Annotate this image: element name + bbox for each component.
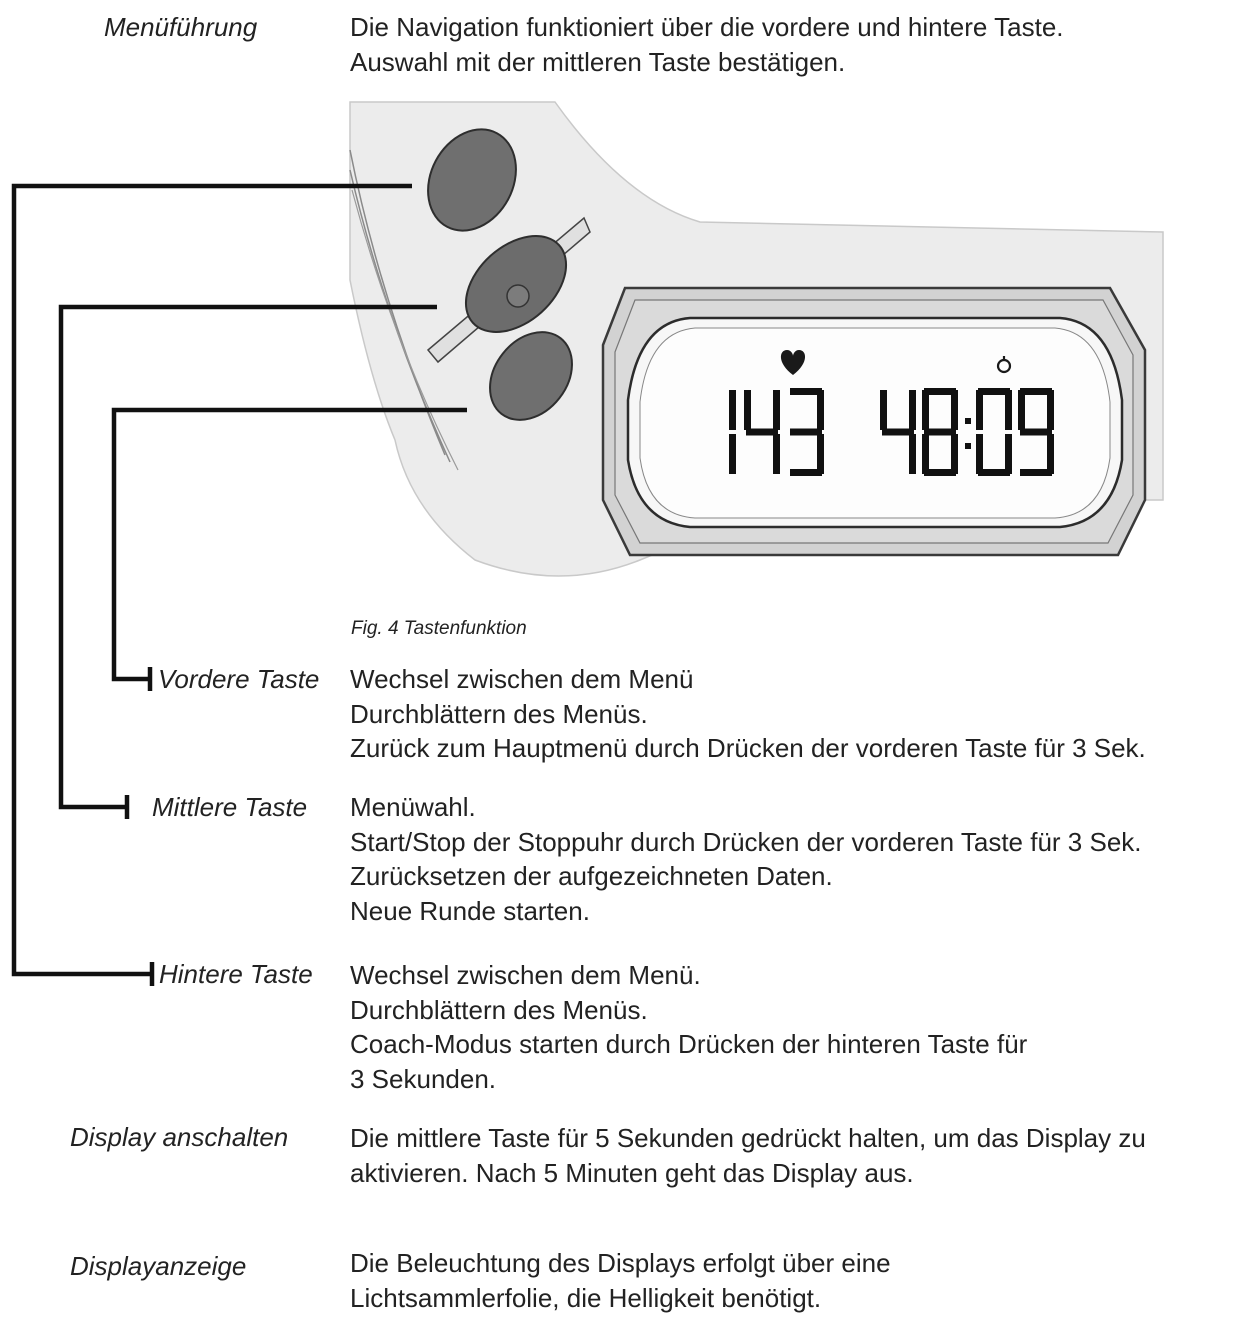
stopwatch-icon bbox=[996, 356, 1012, 374]
lcd-segment bbox=[1047, 390, 1054, 430]
lcd-segment bbox=[880, 390, 887, 430]
middle-button-label: Mittlere Taste bbox=[152, 792, 308, 822]
lcd-segment bbox=[951, 434, 958, 474]
lcd-segment bbox=[924, 428, 956, 436]
description-line: Start/Stop der Stoppuhr durch Drücken de… bbox=[350, 826, 1142, 857]
lcd-segment bbox=[746, 428, 778, 436]
description-line: 3 Sekunden. bbox=[350, 1063, 497, 1094]
description-line: Zurücksetzen der aufgezeichneten Daten. bbox=[350, 861, 833, 891]
lcd-segment bbox=[1047, 434, 1054, 474]
front-button bbox=[489, 331, 573, 421]
leader-lines bbox=[11, 183, 467, 986]
lcd-segment bbox=[976, 434, 983, 474]
display-on-description: Die mittlere Taste für 5 Sekunden gedrüc… bbox=[350, 1121, 1146, 1190]
description-line: Zurück zum Hauptmenü durch Drücken der v… bbox=[350, 733, 1146, 763]
front-button-description: Wechsel zwischen dem Menü Durchblättern … bbox=[350, 662, 1146, 766]
intro-text: Die Navigation funktioniert über die vor… bbox=[350, 10, 1064, 79]
rear-button-label: Hintere Taste bbox=[159, 959, 313, 989]
lcd-segment bbox=[978, 388, 1010, 395]
lcd-segment bbox=[790, 428, 822, 436]
lcd-segment bbox=[924, 388, 956, 395]
lcd-segment bbox=[773, 390, 780, 430]
lcd-segment bbox=[790, 469, 822, 476]
description-line: Die mittlere Taste für 5 Sekunden gedrüc… bbox=[350, 1123, 1146, 1153]
lcd-segment bbox=[790, 388, 822, 395]
lcd-segment bbox=[729, 390, 736, 430]
display-bezel bbox=[601, 286, 1147, 557]
description-line: Die Beleuchtung des Displays erfolgt übe… bbox=[350, 1248, 891, 1278]
lcd-segment bbox=[1018, 390, 1025, 430]
display-light-label: Displayanzeige bbox=[70, 1251, 247, 1281]
lcd-segment bbox=[976, 390, 983, 430]
middle-button-description: Menüwahl. Start/Stop der Stoppuhr durch … bbox=[350, 790, 1142, 928]
description-line: Durchblättern des Menüs. bbox=[350, 994, 648, 1025]
heart-icon bbox=[780, 350, 806, 375]
lcd-segment bbox=[978, 469, 1010, 476]
intro-line: Auswahl mit der mittleren Taste bestätig… bbox=[350, 46, 846, 77]
lcd-segment bbox=[744, 390, 751, 430]
description-line: Menüwahl. bbox=[350, 792, 476, 822]
description-line: aktivieren. Nach 5 Minuten geht das Disp… bbox=[350, 1157, 914, 1188]
description-line: Durchblättern des Menüs. bbox=[350, 698, 648, 729]
description-line: Lichtsammlerfolie, die Helligkeit benöti… bbox=[350, 1282, 822, 1313]
lcd-segment bbox=[922, 434, 929, 474]
lcd-colon bbox=[965, 418, 971, 424]
lcd-segment bbox=[882, 428, 914, 436]
lcd-readout bbox=[729, 388, 1054, 476]
lcd-segment bbox=[909, 434, 916, 474]
rear-button-description: Wechsel zwischen dem Menü. Durchblättern… bbox=[350, 958, 1027, 1096]
display-light-description: Die Beleuchtung des Displays erfolgt übe… bbox=[350, 1246, 891, 1315]
description-line: Coach-Modus starten durch Drücken der hi… bbox=[350, 1029, 1028, 1059]
intro-label: Menüführung bbox=[104, 12, 258, 42]
description-line: Neue Runde starten. bbox=[350, 895, 590, 926]
lcd-segment bbox=[817, 434, 824, 474]
rear-button bbox=[427, 128, 517, 232]
lcd-segment bbox=[1005, 390, 1012, 430]
figure-caption: Fig. 4 Tastenfunktion bbox=[351, 618, 527, 639]
intro-line: Die Navigation funktioniert über die vor… bbox=[350, 12, 1064, 42]
lcd-segment bbox=[817, 390, 824, 430]
lcd-segment bbox=[1005, 434, 1012, 474]
front-button-label: Vordere Taste bbox=[158, 664, 320, 694]
lcd-segment bbox=[1020, 469, 1052, 476]
display-on-label: Display anschalten bbox=[70, 1122, 289, 1152]
lcd-segment bbox=[1020, 388, 1052, 395]
lcd-segment bbox=[924, 469, 956, 476]
lcd-segment bbox=[951, 390, 958, 430]
middle-button bbox=[426, 216, 591, 364]
description-line: Wechsel zwischen dem Menü. bbox=[350, 960, 701, 990]
lcd-segment bbox=[922, 390, 929, 430]
lcd-segment bbox=[773, 434, 780, 474]
lcd-segment bbox=[729, 434, 736, 474]
lcd-segment bbox=[909, 390, 916, 430]
lcd-colon bbox=[965, 443, 971, 449]
description-line: Wechsel zwischen dem Menü bbox=[350, 664, 694, 694]
lcd-segment bbox=[1020, 428, 1052, 436]
